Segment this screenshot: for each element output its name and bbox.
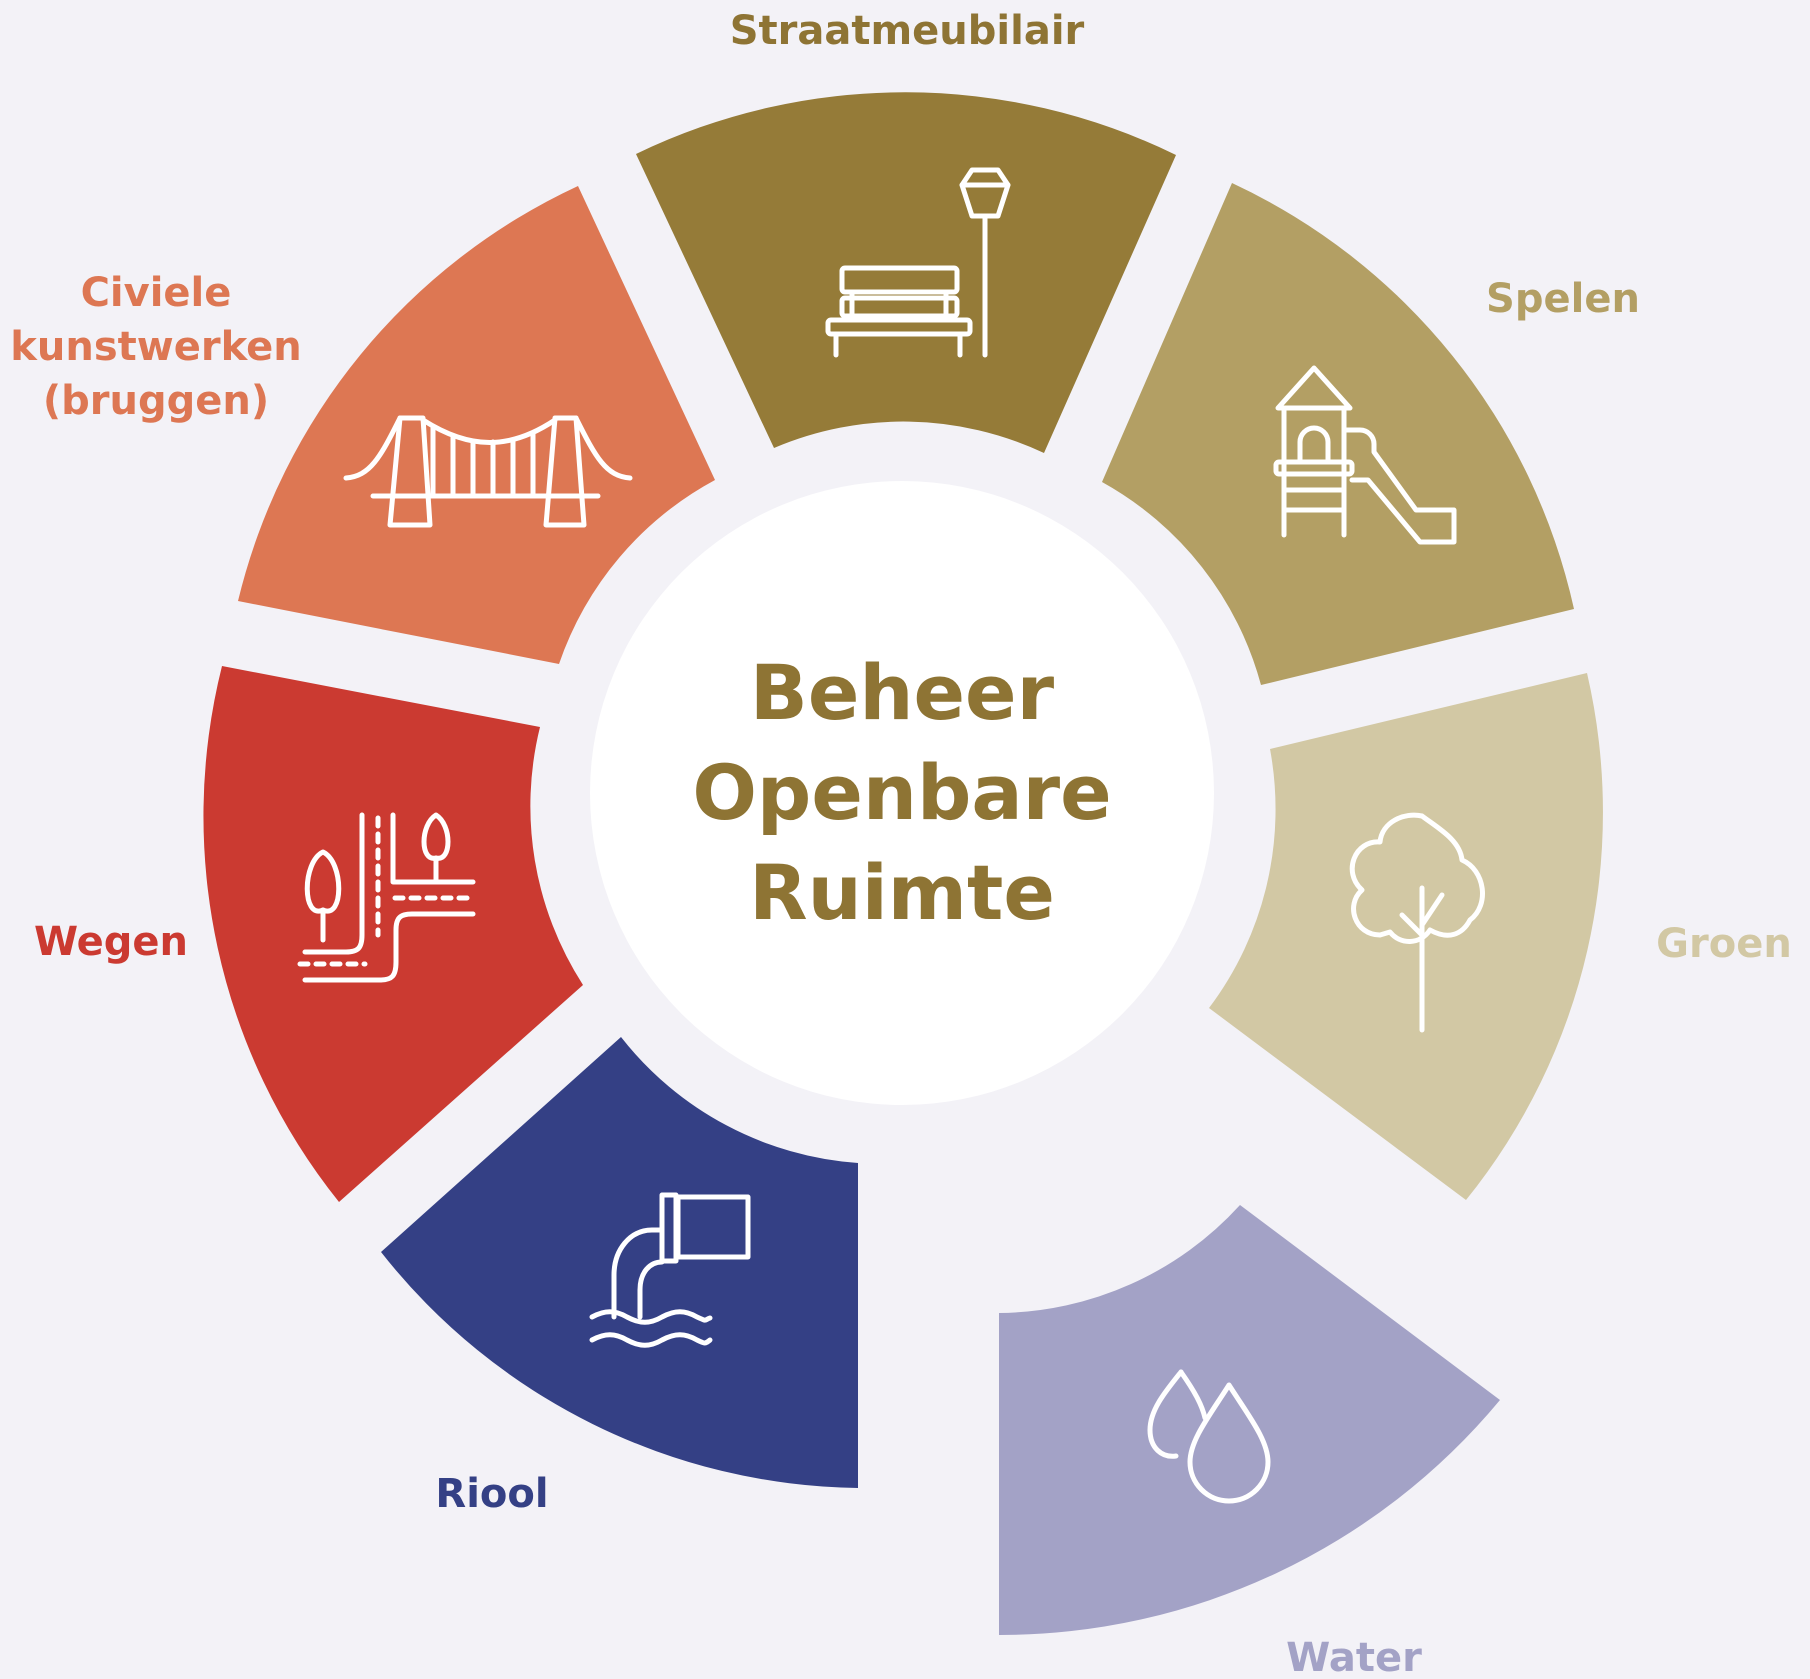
center-title: Beheer Openbare Ruimte — [622, 643, 1182, 943]
label-line: Civiele — [80, 270, 232, 316]
segment-wegen[interactable] — [203, 666, 583, 1202]
center-disc — [590, 481, 1214, 1105]
bench-streetlamp-icon — [825, 167, 1011, 358]
segment-civiele-kunstwerken[interactable] — [238, 186, 715, 664]
center-title-line: Beheer — [749, 648, 1055, 737]
center-title-line: Ruimte — [749, 848, 1055, 937]
segment-straatmeubilair[interactable] — [636, 92, 1176, 453]
segment-spelen[interactable] — [1102, 183, 1574, 685]
label-riool: Riool — [435, 1467, 548, 1521]
center-title-line: Openbare — [692, 748, 1112, 837]
tree-icon — [1349, 812, 1485, 1033]
sewer-pipe-icon — [589, 1192, 751, 1348]
label-line: Riool — [435, 1471, 549, 1517]
road-trees-icon — [297, 812, 476, 983]
label-line: Straatmeubilair — [729, 8, 1085, 54]
label-civiele-kunstwerken: Civiele kunstwerken (bruggen) — [10, 266, 301, 428]
bridge-icon — [343, 415, 633, 528]
label-line: (bruggen) — [42, 378, 270, 424]
label-line: Wegen — [33, 919, 189, 965]
label-wegen: Wegen — [34, 915, 188, 969]
segment-groen[interactable] — [1209, 673, 1603, 1200]
segment-riool[interactable] — [381, 1037, 858, 1488]
label-line: kunstwerken — [10, 324, 302, 370]
water-drops-icon — [1147, 1369, 1271, 1504]
label-water: Water — [1286, 1631, 1422, 1679]
label-spelen: Spelen — [1486, 272, 1640, 326]
label-groen: Groen — [1656, 917, 1792, 971]
playground-slide-icon — [1273, 365, 1457, 545]
label-line: Groen — [1656, 921, 1792, 967]
label-line: Water — [1286, 1635, 1422, 1679]
label-line: Spelen — [1486, 276, 1640, 322]
label-straatmeubilair: Straatmeubilair — [730, 4, 1085, 58]
